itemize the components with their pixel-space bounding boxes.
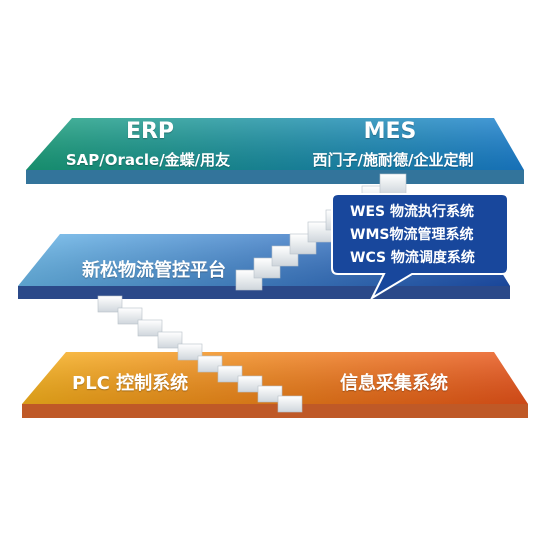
callout-line-wms: WMS物流管理系统 <box>350 227 474 243</box>
mes-subtitle: 西门子/施耐德/企业定制 <box>312 151 474 169</box>
bottom-tier-slab <box>22 352 528 418</box>
callout-line-wcs: WCS 物流调度系统 <box>350 250 475 266</box>
mes-title: MES <box>363 119 417 144</box>
info-collection-label: 信息采集系统 <box>340 373 448 394</box>
callout-box <box>331 193 509 301</box>
lower-staircase <box>97 295 303 413</box>
plc-label: PLC 控制系统 <box>72 373 189 394</box>
callout-line-wes: WES 物流执行系统 <box>350 204 474 220</box>
erp-title: ERP <box>125 119 175 144</box>
erp-subtitle: SAP/Oracle/金蝶/用友 <box>65 151 231 169</box>
top-tier-slab <box>26 118 524 184</box>
control-platform-label: 新松物流管控平台 <box>82 260 226 281</box>
